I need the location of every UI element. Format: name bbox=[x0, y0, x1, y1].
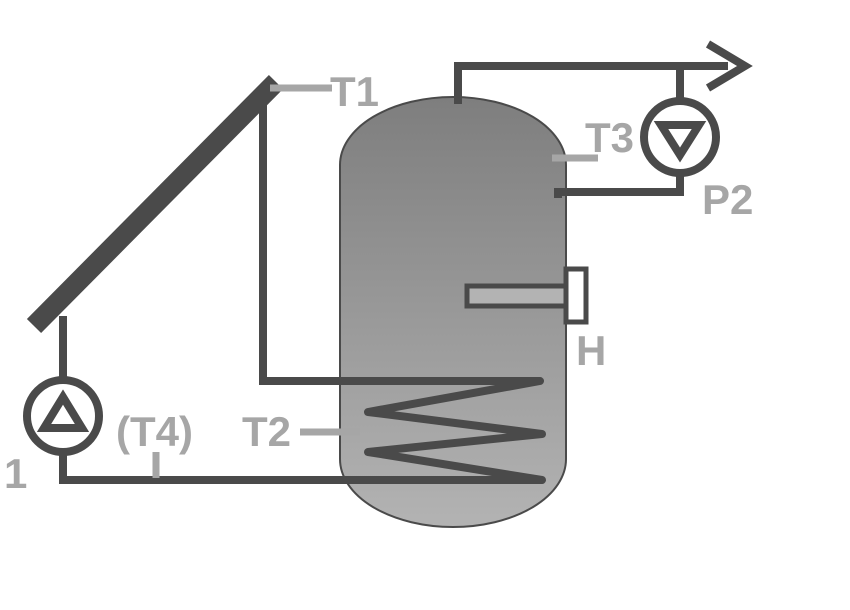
pump-return-pipe bbox=[59, 452, 542, 484]
label-t1: T1 bbox=[330, 68, 379, 115]
outlet-arrow-icon bbox=[705, 40, 753, 92]
pump-2 bbox=[640, 97, 720, 177]
hot-water-outlet-pipe bbox=[454, 62, 728, 104]
label-pump-1: 1 bbox=[4, 450, 27, 497]
label-t4: (T4) bbox=[116, 408, 193, 455]
label-t3: T3 bbox=[585, 114, 634, 161]
label-t2: T2 bbox=[242, 408, 291, 455]
label-heater: H bbox=[576, 327, 606, 374]
electric-heater bbox=[464, 266, 589, 325]
pump-1 bbox=[23, 376, 103, 456]
solar-collector bbox=[26, 74, 284, 334]
circulation-return-pipe bbox=[554, 172, 684, 198]
pump-up-triangle-icon bbox=[36, 389, 90, 432]
collector-flow-pipe bbox=[259, 96, 540, 385]
label-pump-2: P2 bbox=[702, 176, 753, 223]
heat-exchanger-coil bbox=[364, 377, 546, 484]
pump-down-triangle-icon bbox=[653, 121, 707, 163]
